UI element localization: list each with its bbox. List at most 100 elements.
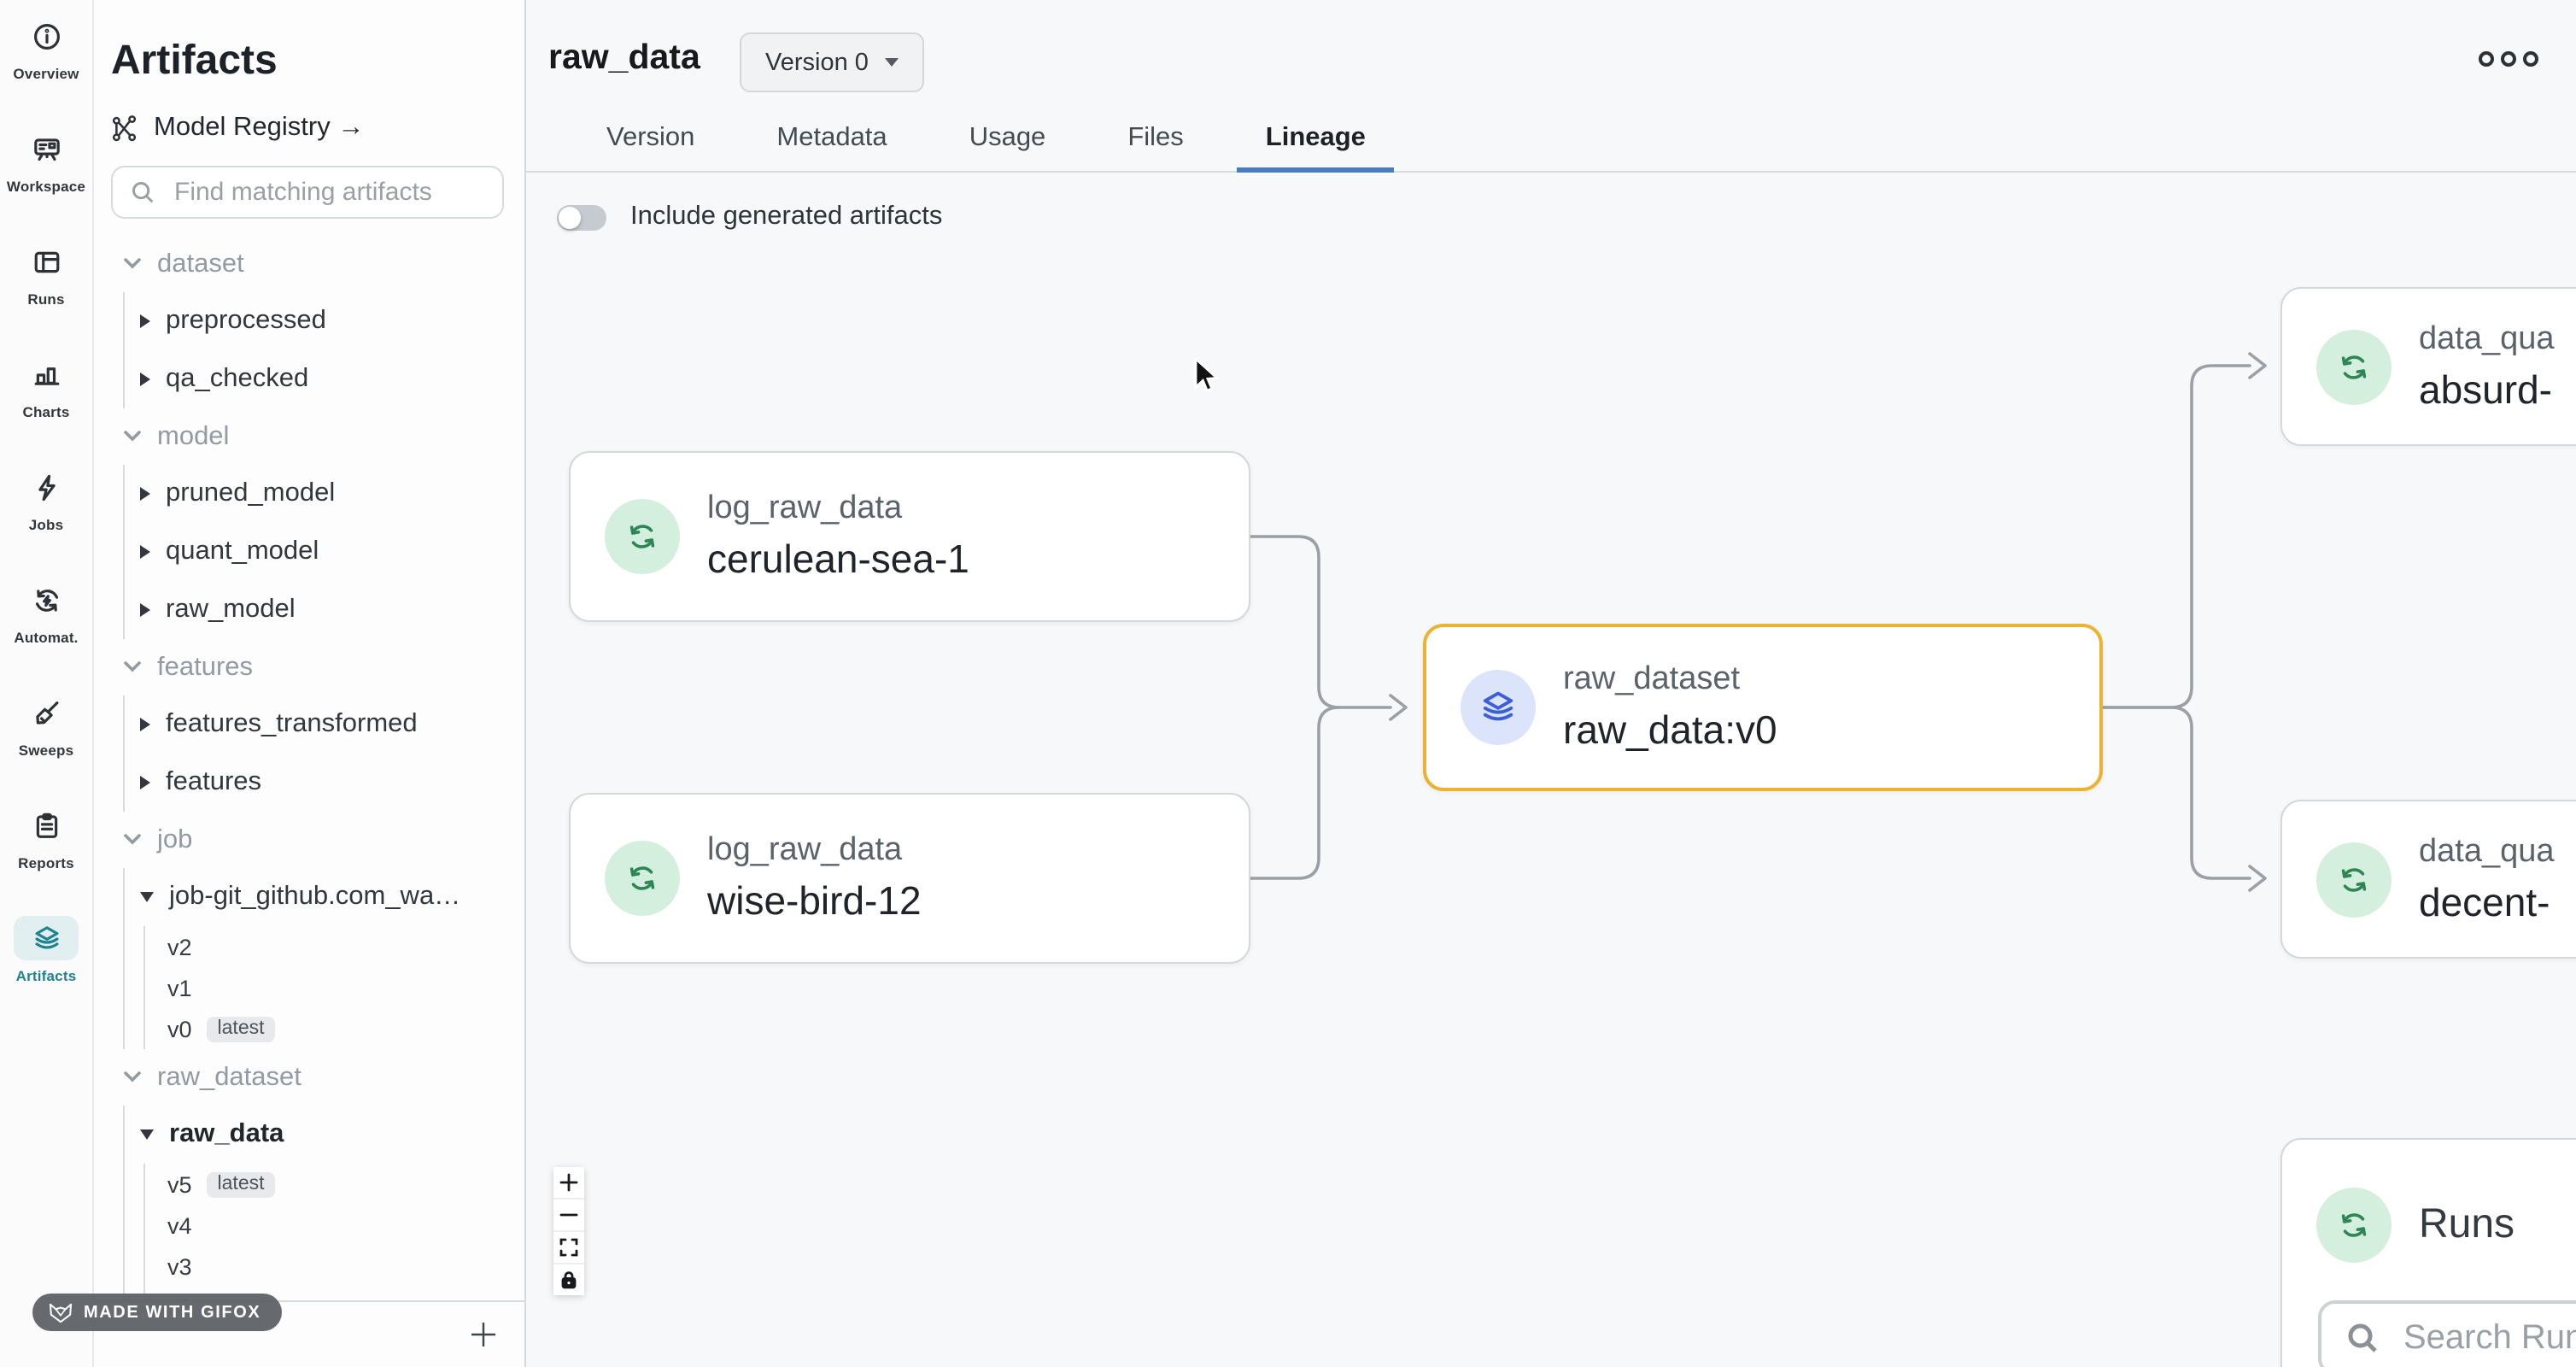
canvas-zoom-controls xyxy=(553,1167,584,1295)
lock-icon xyxy=(561,1271,577,1289)
chevron-down-icon xyxy=(124,258,141,269)
rail-item-reports[interactable]: Reports xyxy=(0,803,93,916)
tree-category-model[interactable]: model xyxy=(94,408,524,465)
zoom-out-button[interactable] xyxy=(553,1200,584,1232)
minus-icon xyxy=(559,1213,578,1217)
run-sync-icon xyxy=(2316,842,2392,917)
tab-metadata[interactable]: Metadata xyxy=(776,123,887,152)
toggle-knob xyxy=(559,206,581,228)
registry-graph-icon xyxy=(112,114,137,141)
rail-item-workspace[interactable]: Workspace xyxy=(0,126,93,239)
node-run-decent[interactable]: data_qua decent- xyxy=(2280,800,2576,959)
page-title: raw_data xyxy=(548,38,700,77)
version-row-v1[interactable]: v1 xyxy=(167,975,192,1000)
tab-usage[interactable]: Usage xyxy=(969,123,1046,152)
triangle-right-icon xyxy=(140,314,150,328)
rail-item-artifacts[interactable]: Artifacts xyxy=(0,916,93,1029)
runs-search-box xyxy=(2318,1300,2576,1367)
search-icon xyxy=(2348,1323,2377,1352)
include-generated-toggle[interactable] xyxy=(557,204,606,230)
dataset-layers-icon xyxy=(1461,670,1536,745)
tree-category-raw-dataset[interactable]: raw_dataset xyxy=(94,1049,524,1106)
triangle-down-icon xyxy=(140,892,154,902)
rail-item-automations[interactable]: Automat. xyxy=(0,578,93,690)
tree-item-raw-data[interactable]: raw_data xyxy=(125,1106,524,1164)
rail-item-overview[interactable]: Overview xyxy=(0,14,93,126)
rail-item-runs[interactable]: Runs xyxy=(0,239,93,352)
rail-item-jobs[interactable]: Jobs xyxy=(0,465,93,578)
chevron-down-icon xyxy=(885,58,899,67)
zoom-in-button[interactable] xyxy=(553,1167,584,1200)
node-type-label: log_raw_data xyxy=(707,832,903,868)
node-name: wise-bird-12 xyxy=(707,878,922,923)
runs-search-input[interactable] xyxy=(2400,1317,2576,1359)
tab-version[interactable]: Version xyxy=(606,123,695,152)
tree-item-job-git[interactable]: job-git_github.com_wa… xyxy=(125,868,524,926)
workspace-icon xyxy=(24,126,68,171)
run-sync-icon xyxy=(2316,1188,2392,1263)
tree-item-features-transformed[interactable]: features_transformed xyxy=(125,695,524,754)
tree-item-raw-model[interactable]: raw_model xyxy=(125,581,524,639)
tree-category-dataset[interactable]: dataset xyxy=(94,236,524,292)
tree-item-preprocessed[interactable]: preprocessed xyxy=(125,292,524,350)
artifact-search-box xyxy=(111,166,504,219)
dot-icon xyxy=(2479,51,2494,67)
node-name: raw_data:v0 xyxy=(1563,707,1777,752)
main-panel: raw_data Version 0 Version Metadata Usag… xyxy=(526,0,2576,1367)
version-row-v3[interactable]: v3 xyxy=(167,1253,192,1279)
tree-item-quant-model[interactable]: quant_model xyxy=(125,523,524,581)
lock-button[interactable] xyxy=(553,1264,584,1295)
plus-icon xyxy=(471,1323,495,1346)
chevron-down-icon xyxy=(124,834,141,845)
tree-item-qa-checked[interactable]: qa_checked xyxy=(125,350,524,408)
tab-files[interactable]: Files xyxy=(1127,123,1184,152)
node-type-label: raw_dataset xyxy=(1563,661,1741,697)
node-name: cerulean-sea-1 xyxy=(707,537,969,581)
fit-view-button[interactable] xyxy=(553,1232,584,1264)
bar-chart-icon xyxy=(24,352,68,396)
triangle-right-icon xyxy=(140,718,150,731)
node-artifact-raw-data-v0[interactable]: raw_dataset raw_data:v0 xyxy=(1423,624,2103,791)
run-sync-icon xyxy=(2316,329,2392,404)
tab-lineage[interactable]: Lineage xyxy=(1236,106,1395,173)
model-registry-link[interactable]: Model Registry → xyxy=(111,113,524,144)
gifox-badge-text: MADE WITH GIFOX xyxy=(84,1303,261,1322)
fox-icon xyxy=(49,1302,73,1323)
triangle-down-icon xyxy=(140,1129,154,1140)
rail-item-charts[interactable]: Charts xyxy=(0,352,93,465)
tree-category-job[interactable]: job xyxy=(94,812,524,868)
page-header: raw_data Version 0 xyxy=(526,0,2576,106)
node-run-absurd[interactable]: data_qua absurd- xyxy=(2280,287,2576,446)
triangle-right-icon xyxy=(140,776,150,789)
rail-item-sweeps[interactable]: Sweeps xyxy=(0,690,93,803)
tree-category-features[interactable]: features xyxy=(94,639,524,695)
nav-rail: Overview Workspace Runs Charts Jobs xyxy=(0,0,94,1367)
lineage-canvas[interactable]: Include generated artifacts log_raw_data… xyxy=(526,173,2576,1367)
triangle-right-icon xyxy=(140,545,150,559)
model-registry-label: Model Registry → xyxy=(154,113,365,142)
node-run-wise-bird-12[interactable]: log_raw_data wise-bird-12 xyxy=(569,793,1250,964)
version-row-v4[interactable]: v4 xyxy=(167,1212,192,1238)
node-name: decent- xyxy=(2419,879,2550,924)
latest-badge: latest xyxy=(207,1016,275,1041)
tree-item-features[interactable]: features xyxy=(125,754,524,812)
search-icon xyxy=(132,182,154,203)
clipboard-icon xyxy=(24,803,68,848)
version-dropdown-button[interactable]: Version 0 xyxy=(740,32,925,92)
node-runs-group[interactable]: Runs xyxy=(2280,1138,2576,1367)
toggle-label: Include generated artifacts xyxy=(630,202,943,231)
tab-bar: Version Metadata Usage Files Lineage xyxy=(526,106,2576,173)
node-type-label: log_raw_data xyxy=(707,490,903,526)
node-run-cerulean-sea-1[interactable]: log_raw_data cerulean-sea-1 xyxy=(569,451,1250,622)
tree-item-pruned-model[interactable]: pruned_model xyxy=(125,465,524,523)
lightning-icon xyxy=(24,465,68,509)
artifact-search-input[interactable] xyxy=(171,176,468,208)
add-artifact-button[interactable] xyxy=(466,1317,501,1360)
triangle-right-icon xyxy=(140,603,150,617)
chevron-down-icon xyxy=(124,1071,141,1082)
dot-icon xyxy=(2501,51,2516,67)
overflow-menu-button[interactable] xyxy=(2479,51,2538,67)
version-row-v2[interactable]: v2 xyxy=(167,934,192,959)
